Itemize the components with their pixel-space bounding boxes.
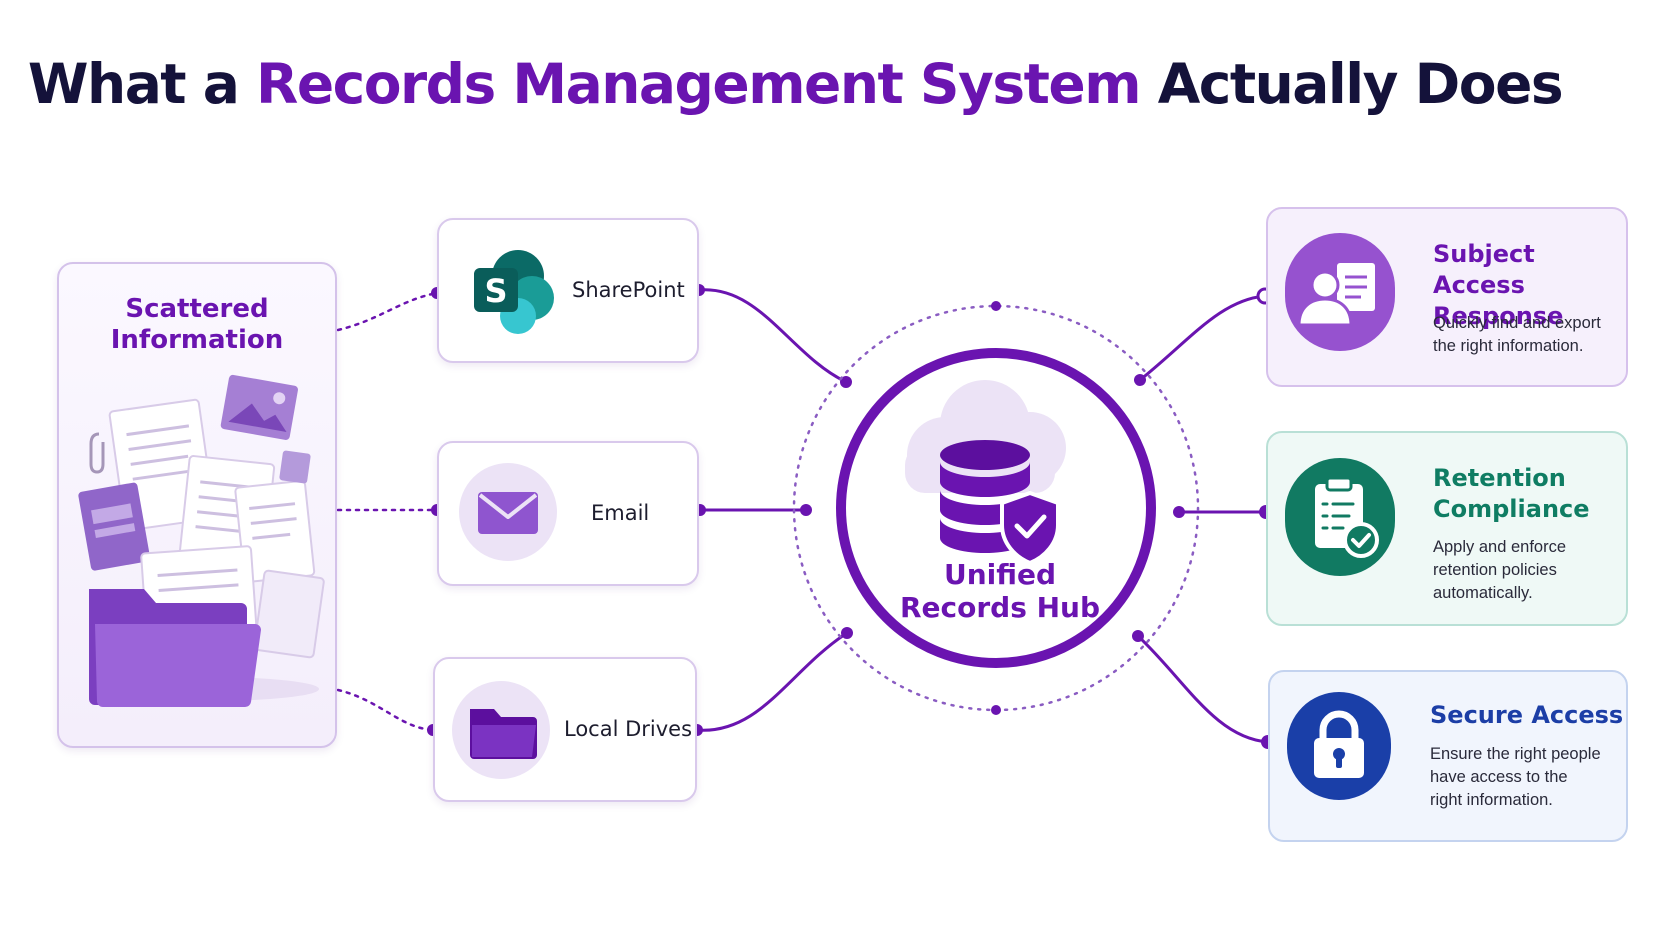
scattered-files-illustration bbox=[78, 374, 325, 708]
source-card-email[interactable]: Email bbox=[437, 441, 699, 586]
outcome-description: Ensure the right people have access to t… bbox=[1430, 745, 1601, 809]
connector-dot bbox=[991, 301, 1001, 311]
connector-dot bbox=[1173, 506, 1185, 518]
outcome-description: Quickly find and export the right inform… bbox=[1433, 314, 1601, 355]
connector-hub-subject-access bbox=[1139, 294, 1266, 382]
source-card-sharepoint[interactable]: S SharePoint bbox=[437, 218, 699, 363]
scattered-information-card: Scattered Information bbox=[57, 262, 337, 748]
padlock-icon-badge bbox=[1287, 692, 1391, 800]
outcome-card-subject-access[interactable]: Subject Access Response Quickly find and… bbox=[1266, 207, 1628, 387]
outcome-title: Retention Compliance bbox=[1433, 464, 1590, 523]
connector-dot bbox=[841, 627, 853, 639]
outcome-card-retention-compliance[interactable]: Retention Compliance Apply and enforce r… bbox=[1266, 431, 1628, 626]
clipboard-check-icon-badge bbox=[1285, 458, 1395, 576]
outcome-title: Secure Access bbox=[1430, 701, 1624, 729]
person-document-icon-badge bbox=[1285, 233, 1395, 351]
connector-dot bbox=[1134, 374, 1146, 386]
connector-dot bbox=[840, 376, 852, 388]
database-shield-icon bbox=[905, 380, 1066, 566]
connector-dot bbox=[1132, 630, 1144, 642]
svg-text:S: S bbox=[484, 272, 507, 310]
outcome-card-secure-access[interactable]: Secure Access Ensure the right people ha… bbox=[1268, 670, 1628, 842]
envelope-icon bbox=[478, 492, 538, 534]
connector-sharepoint-hub bbox=[698, 288, 847, 384]
connector-drives-hub bbox=[696, 631, 848, 732]
envelope-icon-badge bbox=[459, 463, 557, 561]
connector-hub-secure bbox=[1136, 634, 1269, 744]
outcome-description: Apply and enforce retention policies aut… bbox=[1433, 538, 1567, 602]
connector-dot bbox=[991, 705, 1001, 715]
folder-icon bbox=[470, 709, 537, 759]
title-highlight: Records Management System bbox=[256, 52, 1142, 116]
source-label: Email bbox=[591, 501, 650, 525]
connector-scattered-drives bbox=[336, 688, 435, 732]
folder-icon-badge bbox=[452, 681, 550, 779]
clipboard-check-icon bbox=[1315, 476, 1379, 558]
connector-scattered-sharepoint bbox=[336, 291, 439, 332]
source-card-local-drives[interactable]: Local Drives bbox=[433, 657, 697, 802]
outcome-title: Subject Access Response bbox=[1433, 240, 1564, 330]
connector-dot bbox=[800, 504, 812, 516]
padlock-icon bbox=[1314, 710, 1364, 778]
hub-label: Unified Records Hub bbox=[899, 558, 1101, 624]
person-document-icon bbox=[1297, 263, 1375, 327]
source-label: SharePoint bbox=[572, 278, 685, 302]
source-label: Local Drives bbox=[564, 717, 693, 741]
scattered-information-title: Scattered Information bbox=[110, 294, 284, 355]
sharepoint-logo-icon: S bbox=[474, 250, 554, 334]
page-title: What a Records Management System Actuall… bbox=[27, 52, 1564, 116]
